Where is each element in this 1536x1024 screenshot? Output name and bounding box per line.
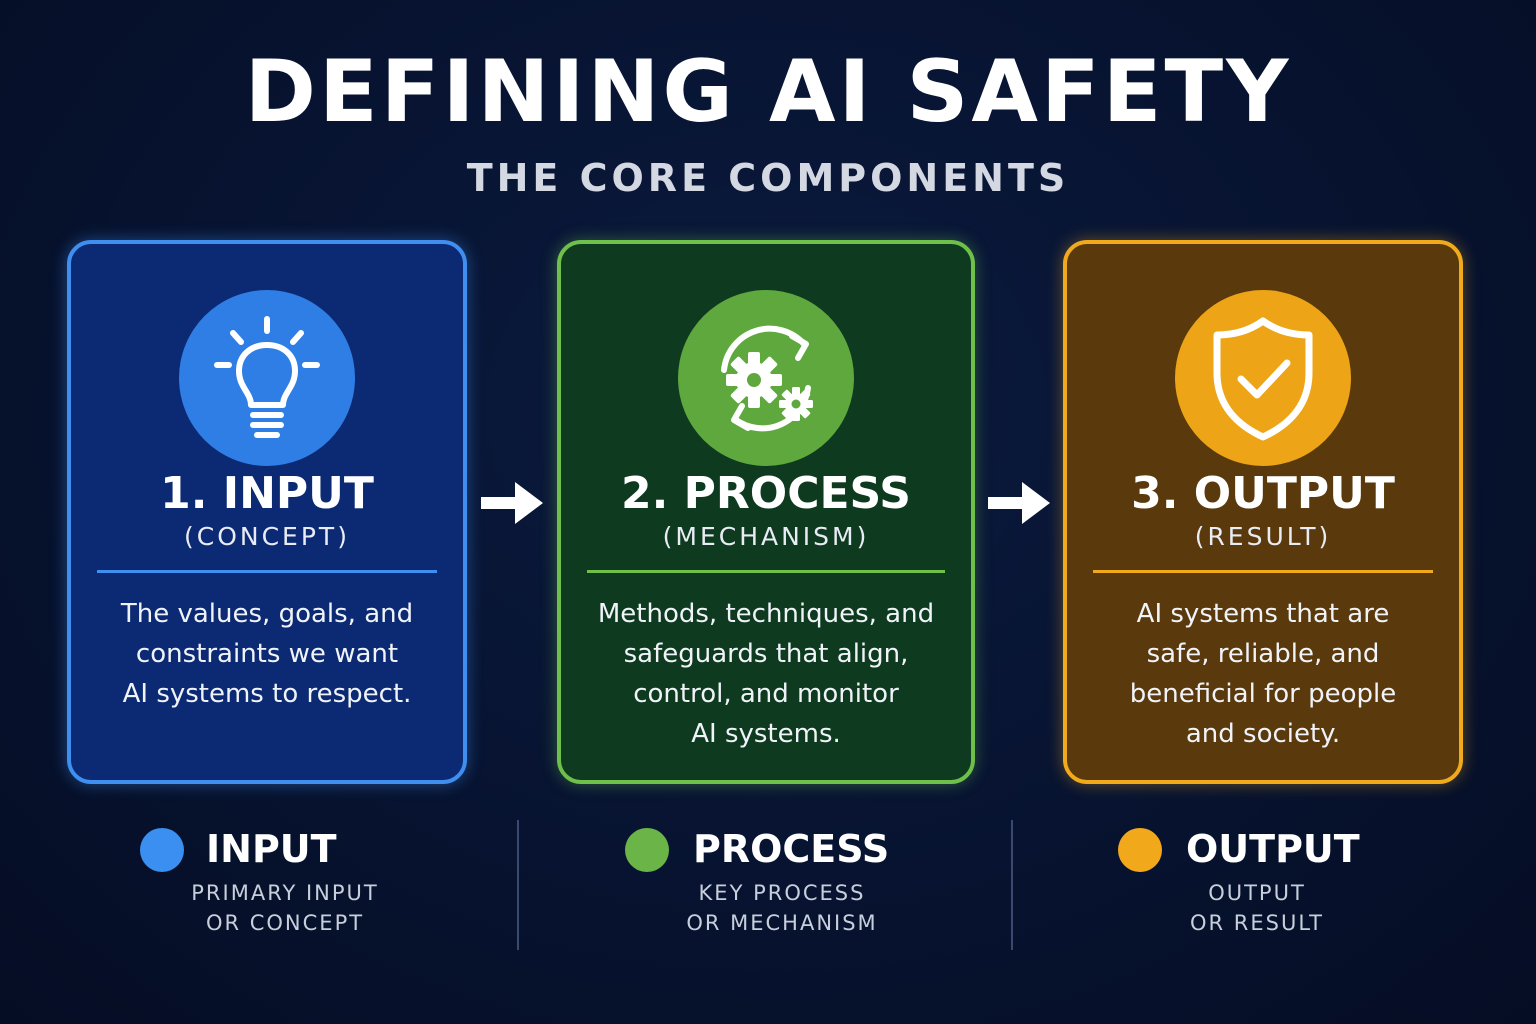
description-line: AI systems to respect. xyxy=(122,679,412,709)
legend-line: OR RESULT xyxy=(1190,911,1324,935)
legend-desc-process: KEY PROCESS OR MECHANISM xyxy=(679,878,885,938)
output-card-divider xyxy=(1093,570,1433,573)
legend-separator xyxy=(517,820,519,950)
legend-line: PRIMARY INPUT xyxy=(191,881,379,905)
output-icon-circle xyxy=(1175,290,1351,466)
legend-separator xyxy=(1011,820,1013,950)
arrow-right-icon xyxy=(988,482,1050,524)
input-card-divider xyxy=(97,570,437,573)
legend-line: OR CONCEPT xyxy=(205,911,365,935)
input-icon-circle xyxy=(179,290,355,466)
legend-line: KEY PROCESS xyxy=(698,881,866,905)
process-card: 2. PROCESS (MECHANISM) Methods, techniqu… xyxy=(557,240,975,784)
legend-dot-process xyxy=(625,828,669,872)
legend-dot-input xyxy=(140,828,184,872)
description-line: AI systems that are xyxy=(1136,599,1390,629)
description-line: The values, goals, and xyxy=(120,599,414,629)
description-line: safeguards that align, xyxy=(623,639,909,669)
output-card: 3. OUTPUT (RESULT) AI systems that are s… xyxy=(1063,240,1463,784)
page-title: DEFINING AI SAFETY xyxy=(244,42,1292,142)
process-card-description: Methods, techniques, and safeguards that… xyxy=(581,594,951,754)
legend-desc-input: PRIMARY INPUT OR CONCEPT xyxy=(180,878,390,938)
legend-item-output: OUTPUT OUTPUT OR RESULT xyxy=(1118,822,1378,942)
output-card-subtitle: (RESULT) xyxy=(1194,522,1332,551)
input-card-title: 1. INPUT xyxy=(160,468,374,519)
process-card-subtitle: (MECHANISM) xyxy=(662,522,870,551)
legend-item-input: INPUT PRIMARY INPUT OR CONCEPT xyxy=(140,822,400,942)
legend-line: OUTPUT xyxy=(1208,881,1306,905)
shield-check-icon xyxy=(1213,317,1313,441)
process-icon-circle xyxy=(678,290,854,466)
output-card-title: 3. OUTPUT xyxy=(1131,468,1395,519)
gears-cycle-icon xyxy=(721,325,813,432)
description-line: control, and monitor xyxy=(633,679,899,709)
description-line: AI systems. xyxy=(691,719,841,749)
arrow-right-icon xyxy=(481,482,543,524)
description-line: and society. xyxy=(1185,719,1341,749)
description-line: Methods, techniques, and xyxy=(597,599,935,629)
lightbulb-icon xyxy=(214,316,320,438)
description-line: constraints we want xyxy=(135,639,399,669)
process-card-title: 2. PROCESS xyxy=(621,468,911,519)
input-card: 1. INPUT (CONCEPT) The values, goals, an… xyxy=(67,240,467,784)
legend-title-output: OUTPUT xyxy=(1186,827,1360,871)
description-line: safe, reliable, and xyxy=(1146,639,1380,669)
legend-item-process: PROCESS KEY PROCESS OR MECHANISM xyxy=(625,822,905,942)
process-card-divider xyxy=(587,570,945,573)
input-card-description: The values, goals, and constraints we wa… xyxy=(91,594,443,714)
input-card-subtitle: (CONCEPT) xyxy=(184,522,350,551)
legend-desc-output: OUTPUT OR RESULT xyxy=(1172,878,1342,938)
legend-dot-output xyxy=(1118,828,1162,872)
legend-line: OR MECHANISM xyxy=(686,911,878,935)
output-card-description: AI systems that are safe, reliable, and … xyxy=(1087,594,1439,754)
legend-title-input: INPUT xyxy=(206,827,337,871)
page-subtitle: THE CORE COMPONENTS xyxy=(466,156,1070,200)
legend-title-process: PROCESS xyxy=(693,827,890,871)
description-line: beneficial for people xyxy=(1129,679,1397,709)
